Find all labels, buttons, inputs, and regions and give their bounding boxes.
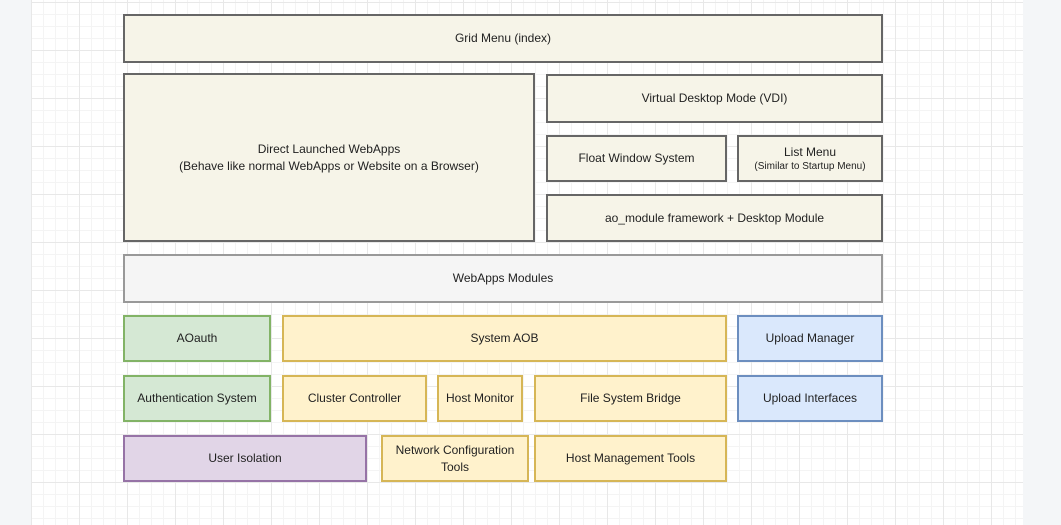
node-label: AOauth (177, 330, 218, 346)
node-direct-launched-webapps[interactable]: Direct Launched WebApps (Behave like nor… (123, 73, 535, 242)
node-label: User Isolation (208, 450, 281, 466)
node-network-configuration-tools[interactable]: Network Configuration Tools (381, 435, 529, 482)
node-ao-module-framework[interactable]: ao_module framework + Desktop Module (546, 194, 883, 242)
node-label: Cluster Controller (308, 390, 401, 406)
node-label: Network Configuration Tools (387, 442, 523, 474)
node-authentication-system[interactable]: Authentication System (123, 375, 271, 422)
node-webapps-modules[interactable]: WebApps Modules (123, 254, 883, 303)
node-grid-menu[interactable]: Grid Menu (index) (123, 14, 883, 63)
node-sublabel: (Similar to Startup Menu) (754, 160, 865, 174)
node-label: Virtual Desktop Mode (VDI) (642, 90, 788, 106)
node-sublabel: (Behave like normal WebApps or Website o… (179, 158, 479, 174)
node-label: Upload Manager (766, 330, 855, 346)
node-host-management-tools[interactable]: Host Management Tools (534, 435, 727, 482)
node-user-isolation[interactable]: User Isolation (123, 435, 367, 482)
node-label: Host Monitor (446, 390, 514, 406)
node-cluster-controller[interactable]: Cluster Controller (282, 375, 427, 422)
node-label: Direct Launched WebApps (258, 141, 401, 157)
canvas-left-margin (0, 0, 31, 525)
node-list-menu[interactable]: List Menu (Similar to Startup Menu) (737, 135, 883, 182)
node-label: Host Management Tools (566, 450, 695, 466)
node-label: Authentication System (137, 390, 256, 406)
node-file-system-bridge[interactable]: File System Bridge (534, 375, 727, 422)
node-label: System AOB (470, 330, 538, 346)
node-upload-manager[interactable]: Upload Manager (737, 315, 883, 362)
canvas-right-margin (1023, 0, 1061, 525)
node-label: WebApps Modules (453, 270, 554, 286)
node-virtual-desktop-mode[interactable]: Virtual Desktop Mode (VDI) (546, 74, 883, 123)
node-label: File System Bridge (580, 390, 681, 406)
node-label: ao_module framework + Desktop Module (605, 210, 824, 226)
node-aoauth[interactable]: AOauth (123, 315, 271, 362)
node-label: List Menu (784, 144, 836, 160)
node-upload-interfaces[interactable]: Upload Interfaces (737, 375, 883, 422)
node-label: Grid Menu (index) (455, 30, 551, 46)
node-label: Float Window System (578, 150, 694, 166)
node-label: Upload Interfaces (763, 390, 857, 406)
node-system-aob[interactable]: System AOB (282, 315, 727, 362)
node-float-window-system[interactable]: Float Window System (546, 135, 727, 182)
node-host-monitor[interactable]: Host Monitor (437, 375, 523, 422)
